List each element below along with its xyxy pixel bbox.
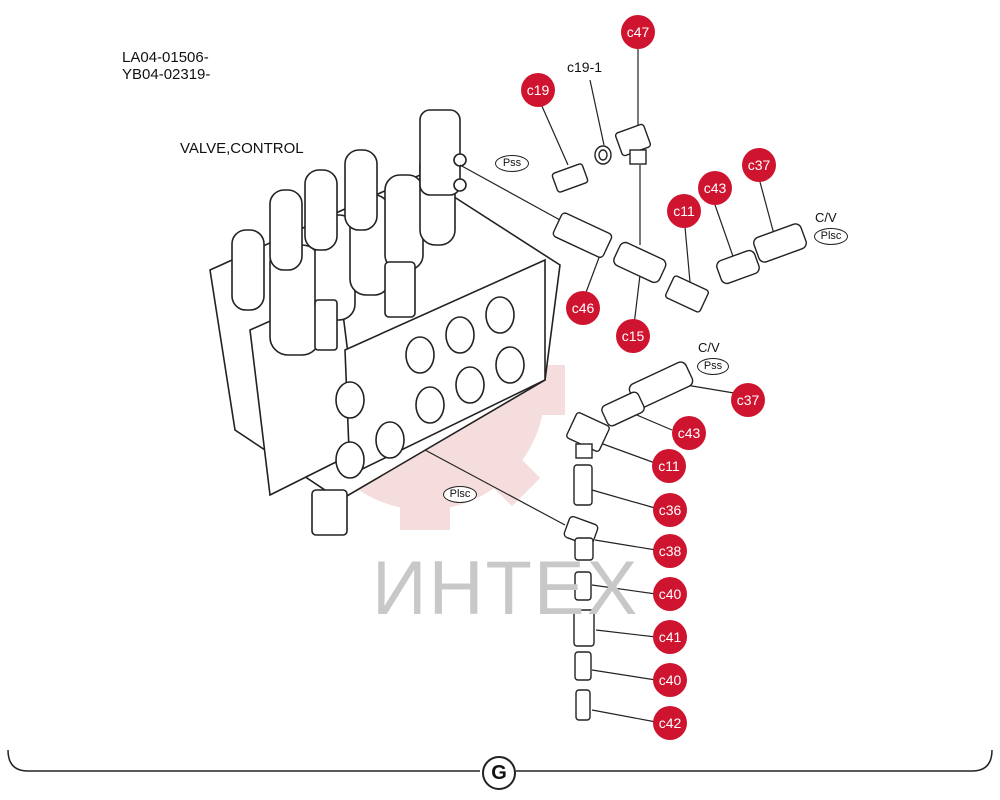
callout-c47[interactable]: c47 — [621, 15, 655, 49]
callout-c11[interactable]: c11 — [652, 449, 686, 483]
callout-c19-1[interactable]: c19-1 — [566, 59, 604, 75]
check-valve-label: C/V — [698, 340, 720, 355]
callout-c19[interactable]: c19 — [521, 73, 555, 107]
assembly-title: VALVE,CONTROL — [180, 140, 304, 157]
port-label-pss: Pss — [697, 358, 729, 375]
callout-c43[interactable]: c43 — [672, 416, 706, 450]
callout-c40[interactable]: c40 — [653, 577, 687, 611]
callout-c38[interactable]: c38 — [653, 534, 687, 568]
leader-lines — [424, 45, 776, 723]
check-valve-label: C/V — [815, 210, 837, 225]
callout-c37[interactable]: c37 — [742, 148, 776, 182]
callout-c46[interactable]: c46 — [566, 291, 600, 325]
section-mark: G — [482, 756, 516, 790]
fittings — [551, 123, 807, 721]
model-code-1: LA04-01506- — [122, 49, 209, 66]
model-code-2: YB04-02319- — [122, 66, 211, 83]
callout-c43[interactable]: c43 — [698, 171, 732, 205]
callout-c15[interactable]: c15 — [616, 319, 650, 353]
bottom-brace — [7, 749, 993, 772]
callout-c36[interactable]: c36 — [653, 493, 687, 527]
control-valve-body — [209, 109, 561, 536]
callout-c41[interactable]: c41 — [653, 620, 687, 654]
callout-c37[interactable]: c37 — [731, 383, 765, 417]
port-label-plsc: Plsc — [814, 228, 848, 245]
callout-c42[interactable]: c42 — [653, 706, 687, 740]
watermark-text: ИНТЕХ — [372, 546, 640, 631]
callout-c11[interactable]: c11 — [667, 194, 701, 228]
callout-c40[interactable]: c40 — [653, 663, 687, 697]
port-label-pss: Pss — [495, 155, 529, 172]
port-label-plsc: Plsc — [443, 486, 477, 503]
